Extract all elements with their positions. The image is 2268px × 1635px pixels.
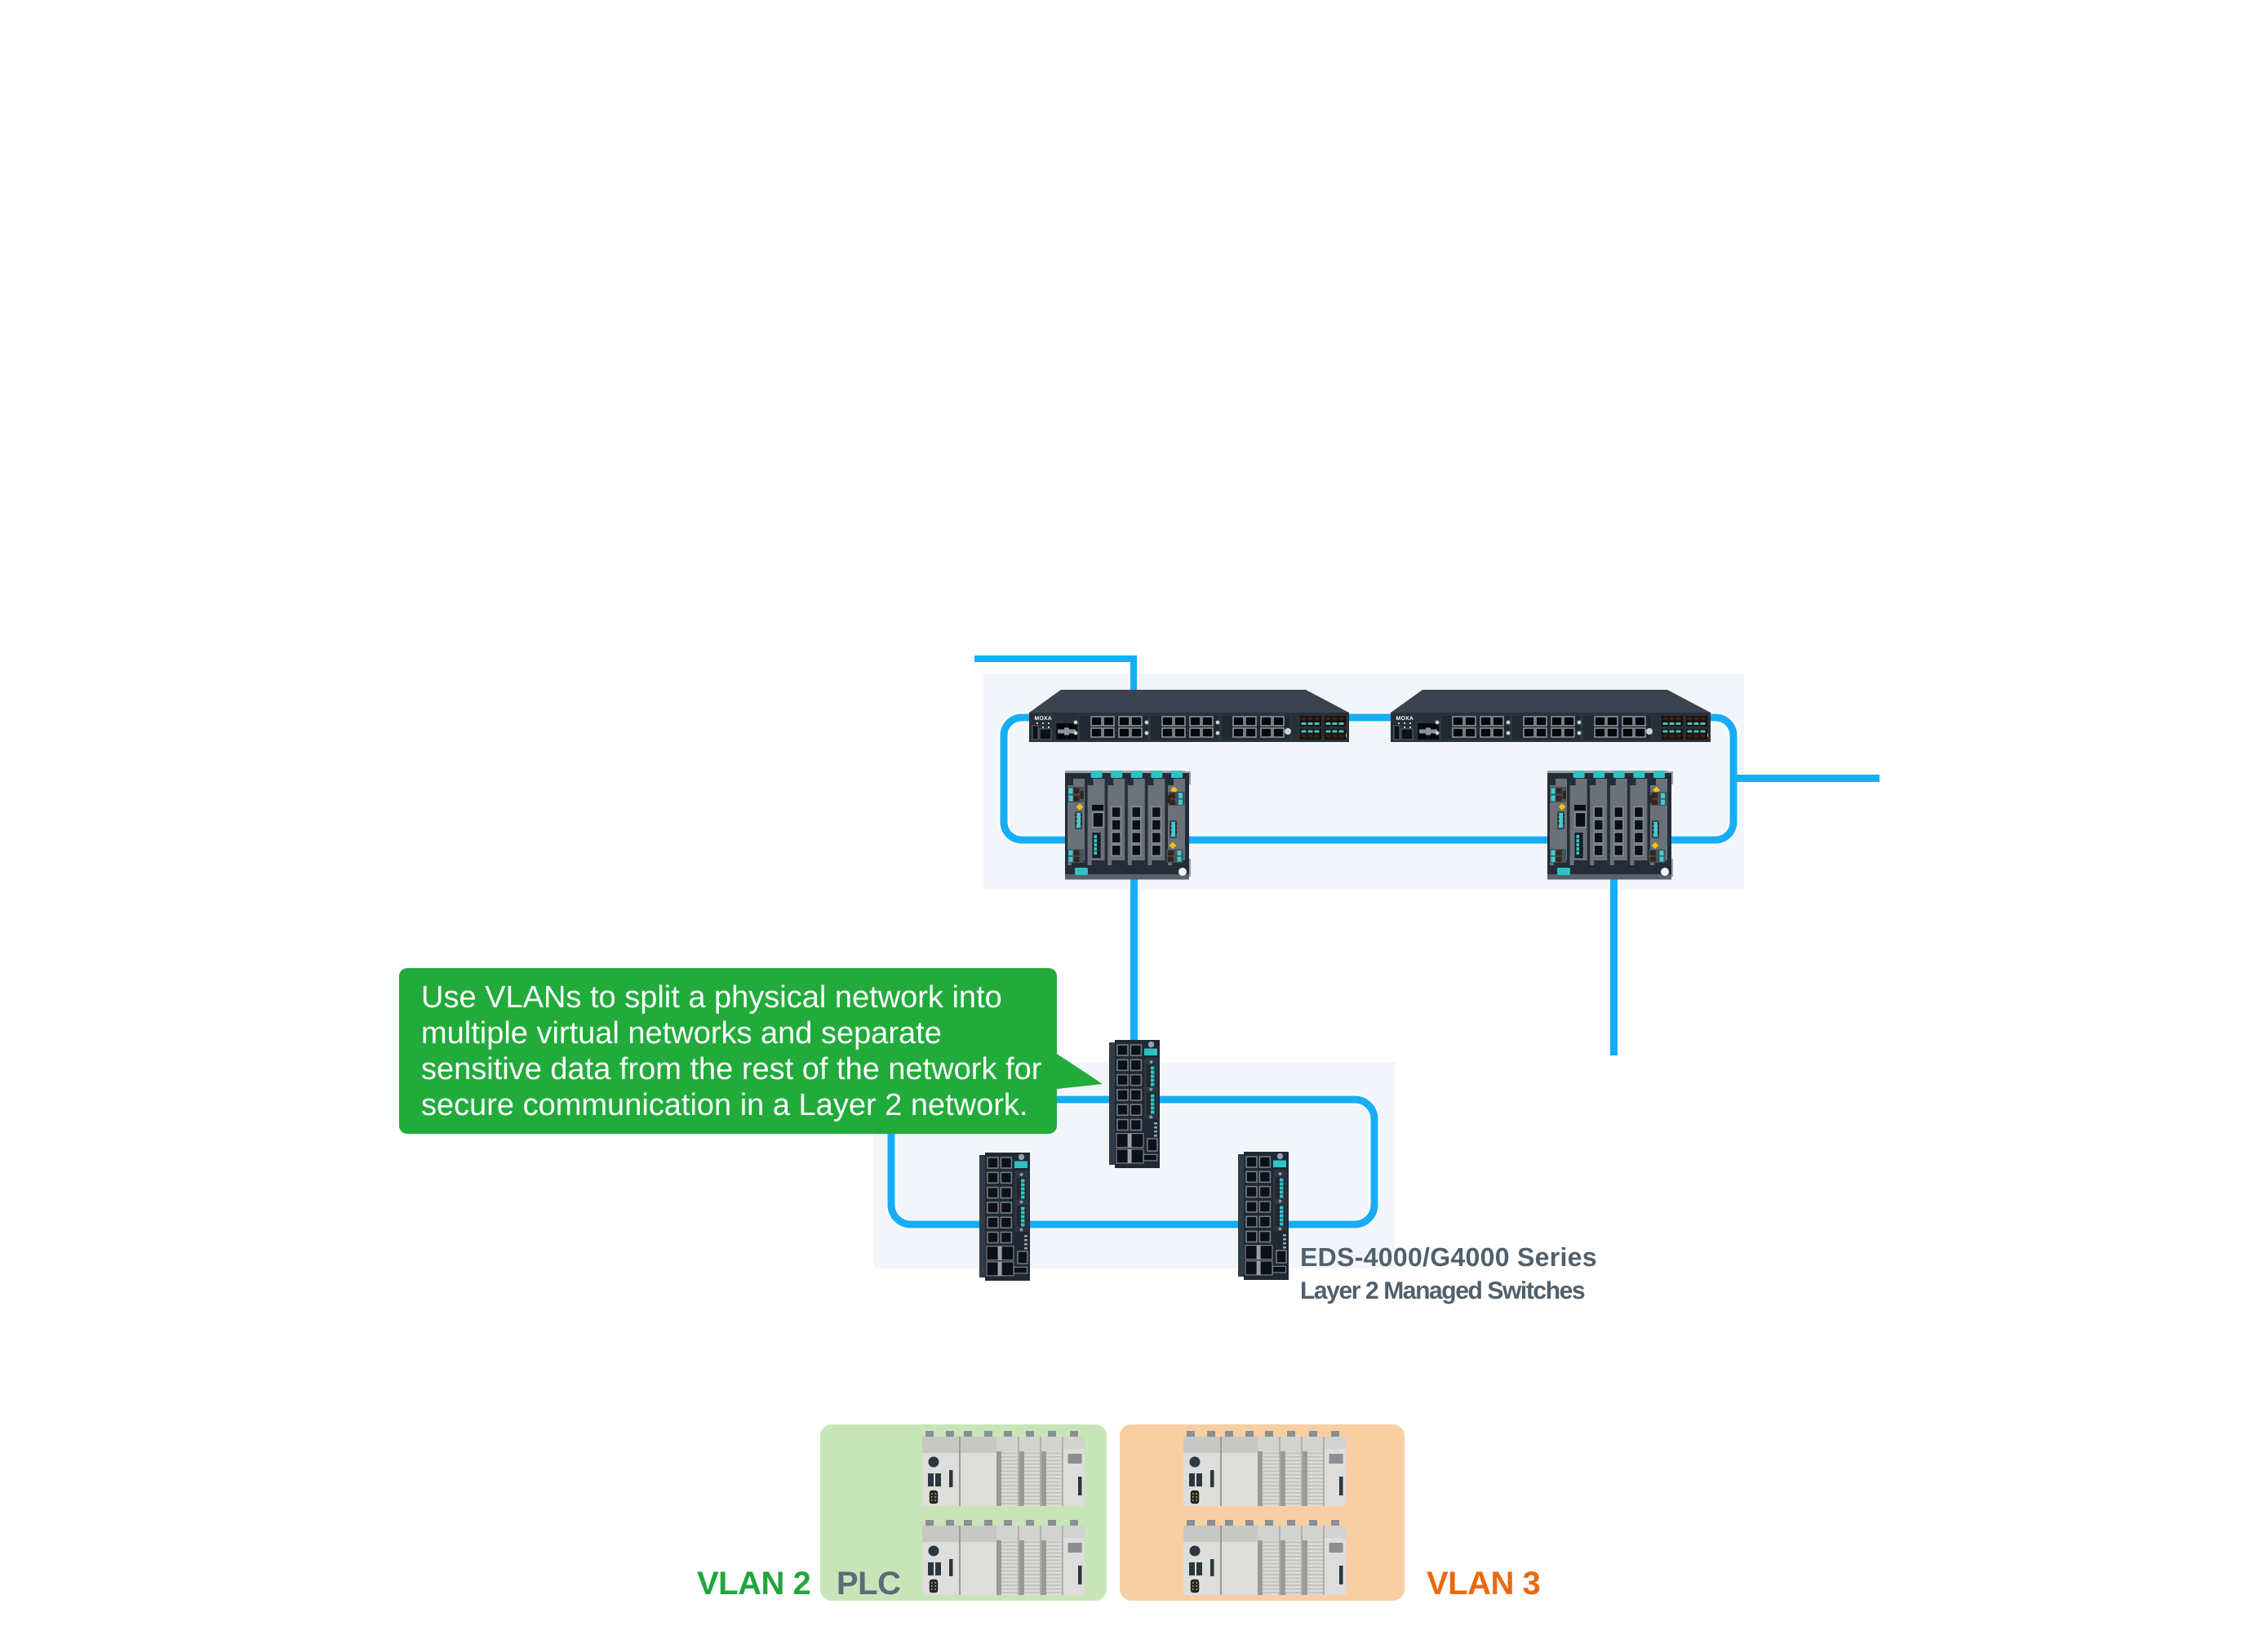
- svg-text:VLAN 2: VLAN 2: [697, 1566, 810, 1602]
- svg-text:EDS-4000/G4000 Series: EDS-4000/G4000 Series: [1300, 1242, 1597, 1272]
- svg-text:PLC: PLC: [837, 1566, 901, 1602]
- svg-text:multiple virtual networks and: multiple virtual networks and separate: [421, 1016, 942, 1051]
- svg-text:sensitive data from the rest o: sensitive data from the rest of the netw…: [421, 1052, 1042, 1086]
- svg-text:VLAN 3: VLAN 3: [1427, 1566, 1540, 1602]
- svg-text:Use VLANs to split a physical: Use VLANs to split a physical network in…: [421, 980, 1002, 1015]
- svg-text:Layer 2 Managed Switches: Layer 2 Managed Switches: [1300, 1277, 1585, 1304]
- svg-text:secure communication in a Laye: secure communication in a Layer 2 networ…: [421, 1088, 1027, 1122]
